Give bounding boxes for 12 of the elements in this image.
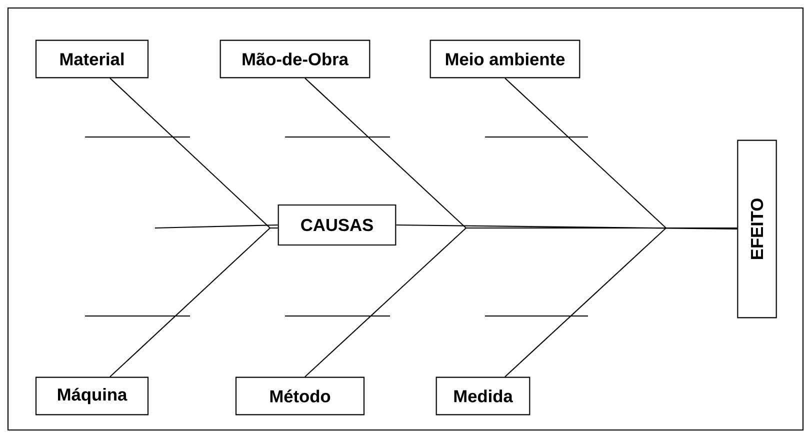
- cause-box: Material: [35, 40, 149, 78]
- fishbone-line: [396, 224, 738, 230]
- label-box: CAUSAS: [278, 204, 396, 246]
- cause-box: Medida: [436, 376, 530, 416]
- fishbone-line: [110, 227, 278, 378]
- fishbone-line: [155, 224, 278, 229]
- effect-box: EFEITO: [737, 140, 777, 318]
- cause-box: Máquina: [35, 376, 149, 416]
- cause-box: Método: [235, 376, 365, 416]
- cause-box: Mão-de-Obra: [220, 40, 370, 78]
- cause-box: Meio ambiente: [430, 40, 580, 78]
- fishbone-line: [504, 227, 738, 378]
